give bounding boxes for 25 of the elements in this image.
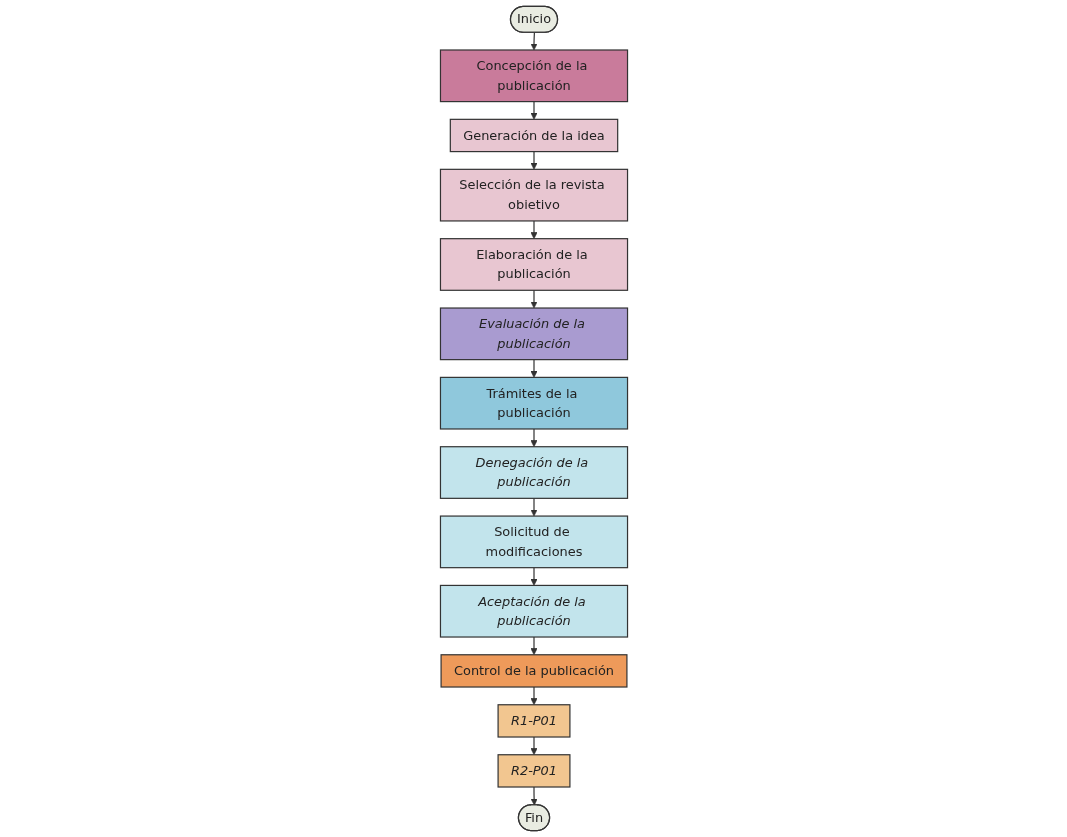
node-box: Denegación de la publicación [439, 446, 628, 499]
arrow [529, 101, 538, 120]
arrow [529, 636, 538, 656]
arrow [529, 686, 538, 706]
node-box: R1-P01 [497, 704, 570, 738]
node-box: Generación de la idea [449, 118, 618, 153]
node-box: Selección de la revista obietivo [439, 168, 628, 222]
node-box: Solicitud de modificaciones [439, 515, 628, 569]
arrow [529, 497, 538, 517]
arrow [529, 289, 538, 309]
node-box: Elaboración de la publicación [439, 238, 628, 291]
arrow [530, 786, 538, 806]
arrow [529, 736, 538, 756]
node-box: Aceptación de la publicación [439, 584, 628, 638]
node-box: Control de la publicación [439, 654, 628, 688]
arrow [529, 359, 538, 378]
node-box: Evaluación de la publicación [439, 307, 628, 361]
arrow [529, 32, 538, 51]
arrow [529, 567, 538, 586]
arrow [529, 151, 538, 170]
node-box: Trámites de la publicación [439, 376, 628, 430]
node-box: Concepción de la publicación [439, 49, 628, 103]
node-box: R2-P01 [497, 754, 570, 788]
arrow [529, 428, 538, 448]
arrow [529, 220, 538, 239]
